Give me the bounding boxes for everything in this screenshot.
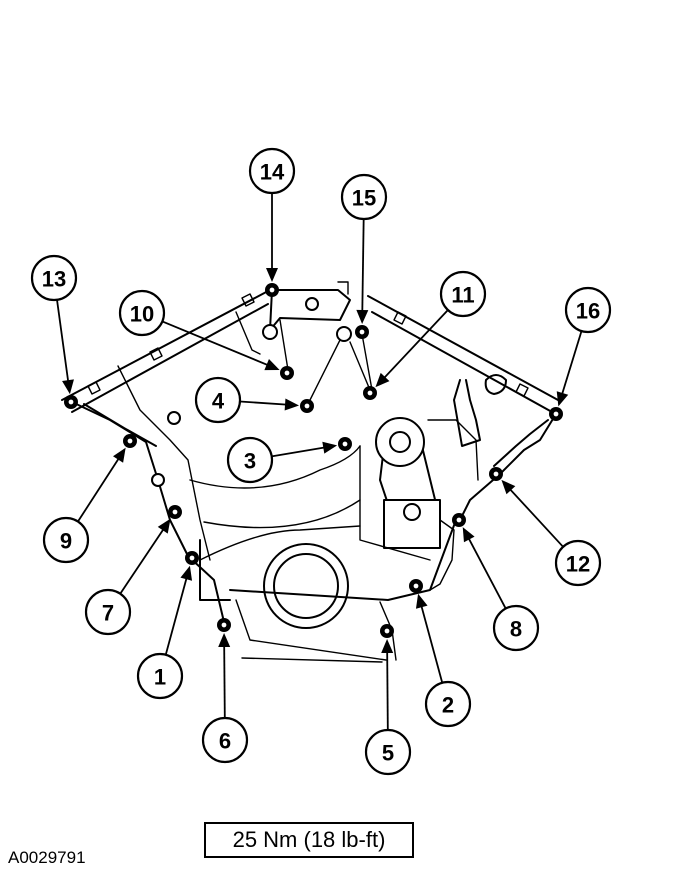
- arrowhead-1: [180, 565, 193, 581]
- arrowhead-13: [62, 379, 74, 395]
- front-cover-outline: [61, 281, 559, 663]
- callout-number-2: 2: [442, 693, 454, 718]
- arrowhead-16: [556, 391, 569, 407]
- arrowhead-14: [266, 268, 278, 282]
- callout-8: 8: [452, 513, 540, 652]
- leader-line-2: [418, 596, 444, 684]
- leader-line-15: [361, 218, 365, 322]
- callout-7: 7: [84, 505, 182, 636]
- callout-circle-11: [439, 270, 487, 318]
- callout-circle-12: [554, 539, 602, 587]
- callout-6: 6: [201, 618, 249, 764]
- callout-circle-5: [364, 728, 412, 776]
- arrowhead-8: [462, 527, 475, 543]
- callout-circle-13: [30, 254, 78, 302]
- arrowhead-15: [356, 309, 369, 325]
- bolt-center-13: [67, 398, 75, 406]
- bolt-center-4: [303, 402, 311, 410]
- callout-number-3: 3: [244, 449, 256, 474]
- arrowhead-11: [375, 372, 390, 388]
- callout-circle-4: [194, 376, 242, 424]
- callout-12: 12: [489, 467, 602, 587]
- leader-line-11: [376, 309, 449, 386]
- callout-number-7: 7: [102, 601, 114, 626]
- callout-circle-1: [136, 652, 184, 700]
- leader-line-13: [56, 299, 71, 392]
- bolt-center-6: [220, 621, 228, 629]
- torque-spec-label: 25 Nm (18 lb-ft): [232, 827, 386, 852]
- callout-number-8: 8: [510, 617, 522, 642]
- callout-circle-16: [564, 286, 612, 334]
- arrowhead-7: [157, 518, 171, 534]
- bolt-center-2: [412, 582, 420, 590]
- bolt-center-12: [492, 470, 500, 478]
- bolt-center-7: [171, 508, 179, 516]
- callout-13: 13: [30, 254, 78, 409]
- bolt-center-11: [366, 389, 374, 397]
- arrowhead-9: [113, 447, 126, 463]
- arrowhead-12: [501, 479, 516, 495]
- arrowhead-10: [264, 359, 280, 371]
- arrowhead-4: [284, 398, 300, 411]
- arrowhead-3: [322, 441, 338, 454]
- bolt-center-3: [341, 440, 349, 448]
- bolt-center-16: [552, 410, 560, 418]
- callout-number-9: 9: [60, 529, 72, 554]
- callout-circle-9: [42, 516, 90, 564]
- callout-number-1: 1: [154, 665, 166, 690]
- bolt-center-14: [268, 286, 276, 294]
- leader-line-8: [463, 529, 507, 609]
- callout-14: 14: [248, 147, 296, 297]
- callout-number-4: 4: [212, 389, 225, 414]
- callout-number-10: 10: [130, 302, 154, 327]
- callout-circle-14: [248, 147, 296, 195]
- arrowhead-5: [381, 638, 394, 654]
- leader-line-6: [223, 635, 226, 719]
- leader-line-5: [386, 641, 389, 731]
- callout-number-15: 15: [352, 186, 376, 211]
- leader-line-1: [164, 568, 190, 656]
- leader-line-9: [77, 449, 125, 523]
- callout-circle-3: [226, 436, 274, 484]
- callout-9: 9: [42, 434, 137, 564]
- callout-circle-8: [492, 604, 540, 652]
- arrowhead-6: [218, 632, 231, 648]
- callout-circle-10: [118, 289, 166, 337]
- callout-4: 4: [194, 376, 314, 424]
- bolt-center-8: [455, 516, 463, 524]
- callout-2: 2: [409, 579, 472, 728]
- callout-circle-2: [424, 680, 472, 728]
- callout-circle-7: [84, 588, 132, 636]
- bolt-center-1: [188, 554, 196, 562]
- leader-line-10: [161, 320, 278, 370]
- callout-number-12: 12: [566, 552, 590, 577]
- callout-circle-6: [201, 716, 249, 764]
- callout-15: 15: [340, 173, 388, 339]
- arrowhead-2: [415, 593, 428, 609]
- callout-5: 5: [364, 624, 412, 776]
- callout-1: 1: [136, 551, 199, 700]
- leader-line-12: [502, 481, 564, 548]
- reference-code: A0029791: [8, 848, 86, 867]
- callout-16: 16: [549, 286, 612, 421]
- callout-circle-15: [340, 173, 388, 221]
- callout-number-6: 6: [219, 729, 231, 754]
- torque-spec-box: 25 Nm (18 lb-ft): [204, 822, 414, 858]
- bolt-center-9: [126, 437, 134, 445]
- bolt-center-15: [358, 328, 366, 336]
- callout-number-11: 11: [451, 283, 474, 308]
- bolt-center-10: [283, 369, 291, 377]
- callout-number-13: 13: [42, 267, 66, 292]
- callout-10: 10: [118, 289, 294, 380]
- leader-line-16: [558, 330, 583, 404]
- callout-number-16: 16: [576, 299, 600, 324]
- callout-number-14: 14: [260, 160, 285, 185]
- bolt-center-5: [383, 627, 391, 635]
- callout-11: 11: [363, 270, 487, 400]
- callout-3: 3: [226, 436, 352, 484]
- leader-line-7: [119, 520, 170, 595]
- callout-number-5: 5: [382, 741, 394, 766]
